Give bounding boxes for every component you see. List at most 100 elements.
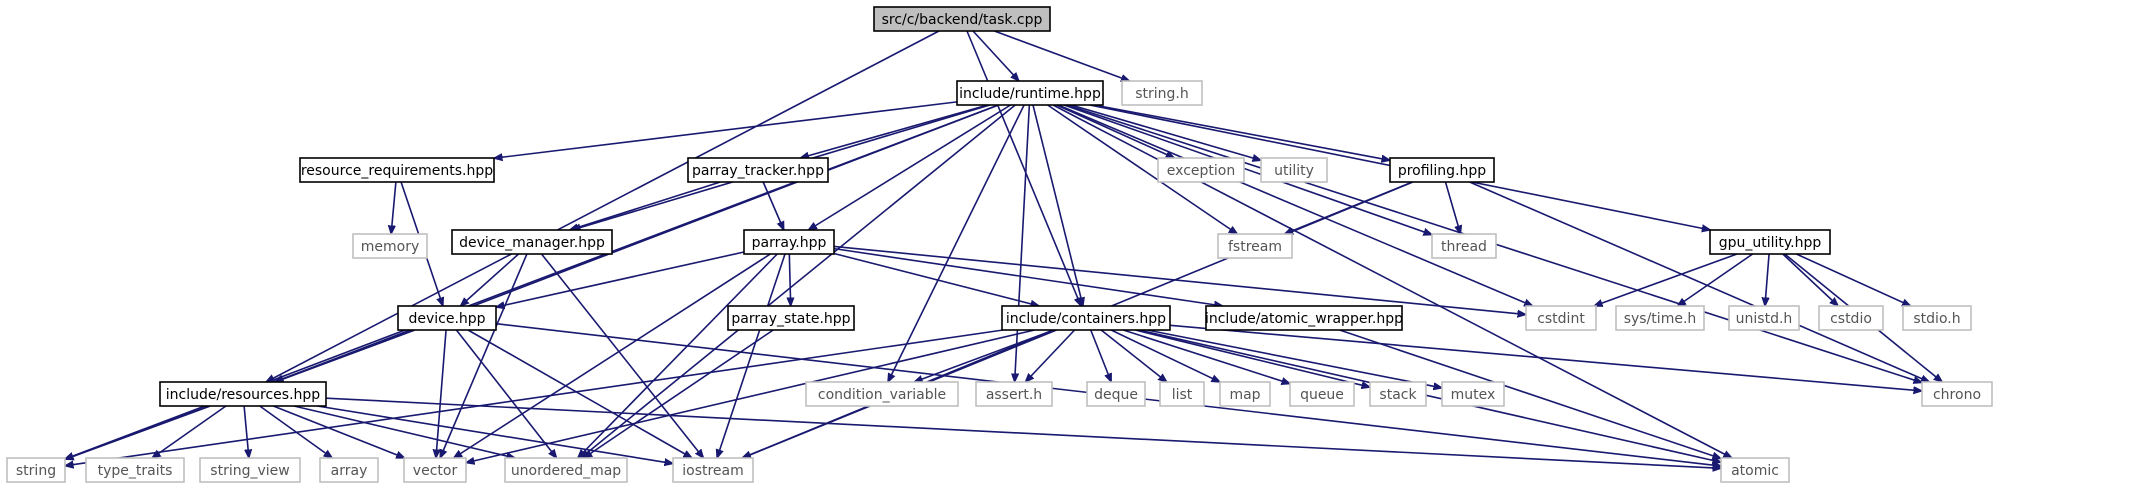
node-label: resource_requirements.hpp	[301, 163, 493, 179]
node-atomic[interactable]: atomic	[1720, 457, 1790, 483]
node-label: vector	[413, 463, 458, 479]
node-box	[403, 457, 467, 483]
node-stdio-h[interactable]: stdio.h	[1902, 305, 1972, 331]
edge-containers-hpp-to-queue	[1123, 329, 1290, 384]
node-device-hpp[interactable]: device.hpp	[397, 305, 497, 331]
node-containers-hpp[interactable]: include/containers.hpp	[1001, 305, 1171, 331]
node-list[interactable]: list	[1159, 381, 1205, 407]
node-box	[1159, 381, 1205, 407]
node-label: include/resources.hpp	[166, 387, 320, 403]
node-device-manager-hpp[interactable]: device_manager.hpp	[451, 229, 613, 255]
node-exception[interactable]: exception	[1157, 157, 1245, 183]
edge-resources-hpp-to-iostream	[317, 405, 673, 464]
edge-atomic-wrapper-hpp-to-atomic	[1339, 329, 1721, 459]
edge-containers-hpp-to-vector	[466, 329, 1035, 463]
node-label: condition_variable	[818, 387, 946, 403]
node-fstream[interactable]: fstream	[1217, 233, 1293, 259]
node-box	[1260, 157, 1328, 183]
node-label: cstdio	[1830, 311, 1872, 327]
node-utility[interactable]: utility	[1260, 157, 1328, 183]
edge-resources-hpp-to-atomic	[325, 397, 1721, 468]
node-map[interactable]: map	[1219, 381, 1271, 407]
node-label: parray.hpp	[752, 235, 827, 251]
node-string[interactable]: string	[6, 457, 66, 483]
node-box	[1086, 381, 1146, 407]
node-chrono[interactable]: chrono	[1921, 381, 1993, 407]
node-box	[975, 381, 1053, 407]
edge-device-hpp-to-unordered-map	[455, 329, 556, 458]
node-box	[1902, 305, 1972, 331]
node-label: stack	[1379, 387, 1417, 403]
edge-parray-hpp-to-parray-state-hpp	[789, 253, 790, 306]
edge-resource-requirements-hpp-to-memory	[391, 181, 397, 234]
node-box	[1921, 381, 1993, 407]
node-label: device.hpp	[408, 311, 485, 327]
edge-runtime-hpp-to-thread	[1063, 104, 1432, 235]
node-memory[interactable]: memory	[352, 233, 428, 259]
edge-parray-hpp-to-atomic-wrapper-hpp	[833, 247, 1223, 306]
edge-parray-hpp-to-device-hpp	[496, 251, 745, 307]
node-iostream[interactable]: iostream	[672, 457, 754, 483]
node-parray-hpp[interactable]: parray.hpp	[743, 229, 835, 255]
node-sys-time-h[interactable]: sys/time.h	[1615, 305, 1705, 331]
edge-device-manager-hpp-to-device-hpp	[460, 253, 520, 306]
edge-gpu-utility-hpp-to-cstdint	[1594, 253, 1738, 306]
node-label: parray_state.hpp	[731, 311, 850, 327]
node-box	[1431, 233, 1497, 259]
node-thread[interactable]: thread	[1431, 233, 1497, 259]
edge-containers-hpp-to-atomic	[1138, 329, 1721, 462]
node-box	[805, 381, 959, 407]
node-stack[interactable]: stack	[1369, 381, 1427, 407]
node-box	[1720, 457, 1790, 483]
node-box	[1157, 157, 1245, 183]
node-assert-h[interactable]: assert.h	[975, 381, 1053, 407]
edge-task-cpp-to-string-h	[994, 30, 1129, 81]
edge-runtime-hpp-to-assert-h	[1015, 104, 1031, 382]
node-task-cpp[interactable]: src/c/backend/task.cpp	[873, 6, 1051, 32]
node-mutex[interactable]: mutex	[1441, 381, 1505, 407]
node-string-h[interactable]: string.h	[1121, 80, 1203, 106]
node-label: memory	[361, 239, 420, 255]
node-unordered-map[interactable]: unordered_map	[504, 457, 628, 483]
edge-runtime-hpp-to-unordered-map	[581, 104, 1016, 458]
node-queue[interactable]: queue	[1289, 381, 1355, 407]
node-resource-requirements-hpp[interactable]: resource_requirements.hpp	[299, 157, 495, 183]
edge-resources-hpp-to-vector	[273, 405, 404, 459]
edge-containers-hpp-to-deque	[1089, 329, 1113, 382]
node-box	[1289, 381, 1355, 407]
node-box	[1441, 381, 1505, 407]
node-type-traits[interactable]: type_traits	[85, 457, 185, 483]
edge-containers-hpp-to-map	[1110, 329, 1220, 383]
node-box	[451, 229, 613, 255]
node-cstdint[interactable]: cstdint	[1525, 305, 1597, 331]
edge-containers-hpp-to-list	[1100, 329, 1167, 382]
node-profiling-hpp[interactable]: profiling.hpp	[1389, 157, 1495, 183]
node-label: queue	[1300, 387, 1344, 403]
node-label: fstream	[1228, 239, 1282, 255]
edge-task-cpp-to-resources-hpp	[266, 30, 940, 382]
node-label: thread	[1441, 239, 1487, 255]
node-deque[interactable]: deque	[1086, 381, 1146, 407]
node-parray-tracker-hpp[interactable]: parray_tracker.hpp	[687, 157, 829, 183]
node-vector[interactable]: vector	[403, 457, 467, 483]
node-unistd-h[interactable]: unistd.h	[1728, 305, 1800, 331]
edge-parray-hpp-to-iostream	[717, 253, 786, 458]
node-array[interactable]: array	[319, 457, 379, 483]
node-box	[687, 157, 829, 183]
edge-runtime-hpp-to-containers-hpp	[1032, 104, 1083, 306]
node-resources-hpp[interactable]: include/resources.hpp	[159, 381, 327, 407]
node-atomic-wrapper-hpp[interactable]: include/atomic_wrapper.hpp	[1205, 305, 1403, 331]
edge-device-hpp-to-iostream	[467, 329, 692, 458]
node-gpu-utility-hpp[interactable]: gpu_utility.hpp	[1709, 229, 1831, 255]
node-label: array	[331, 463, 368, 479]
node-label: cstdint	[1537, 311, 1585, 327]
node-box	[199, 457, 301, 483]
edge-runtime-hpp-to-profiling-hpp	[1094, 104, 1390, 160]
node-parray-state-hpp[interactable]: parray_state.hpp	[727, 305, 855, 331]
node-string-view[interactable]: string_view	[199, 457, 301, 483]
node-condition-variable[interactable]: condition_variable	[805, 381, 959, 407]
edge-resources-hpp-to-array	[259, 405, 333, 458]
node-box	[873, 6, 1051, 32]
node-cstdio[interactable]: cstdio	[1818, 305, 1884, 331]
node-runtime-hpp[interactable]: include/runtime.hpp	[956, 80, 1104, 106]
